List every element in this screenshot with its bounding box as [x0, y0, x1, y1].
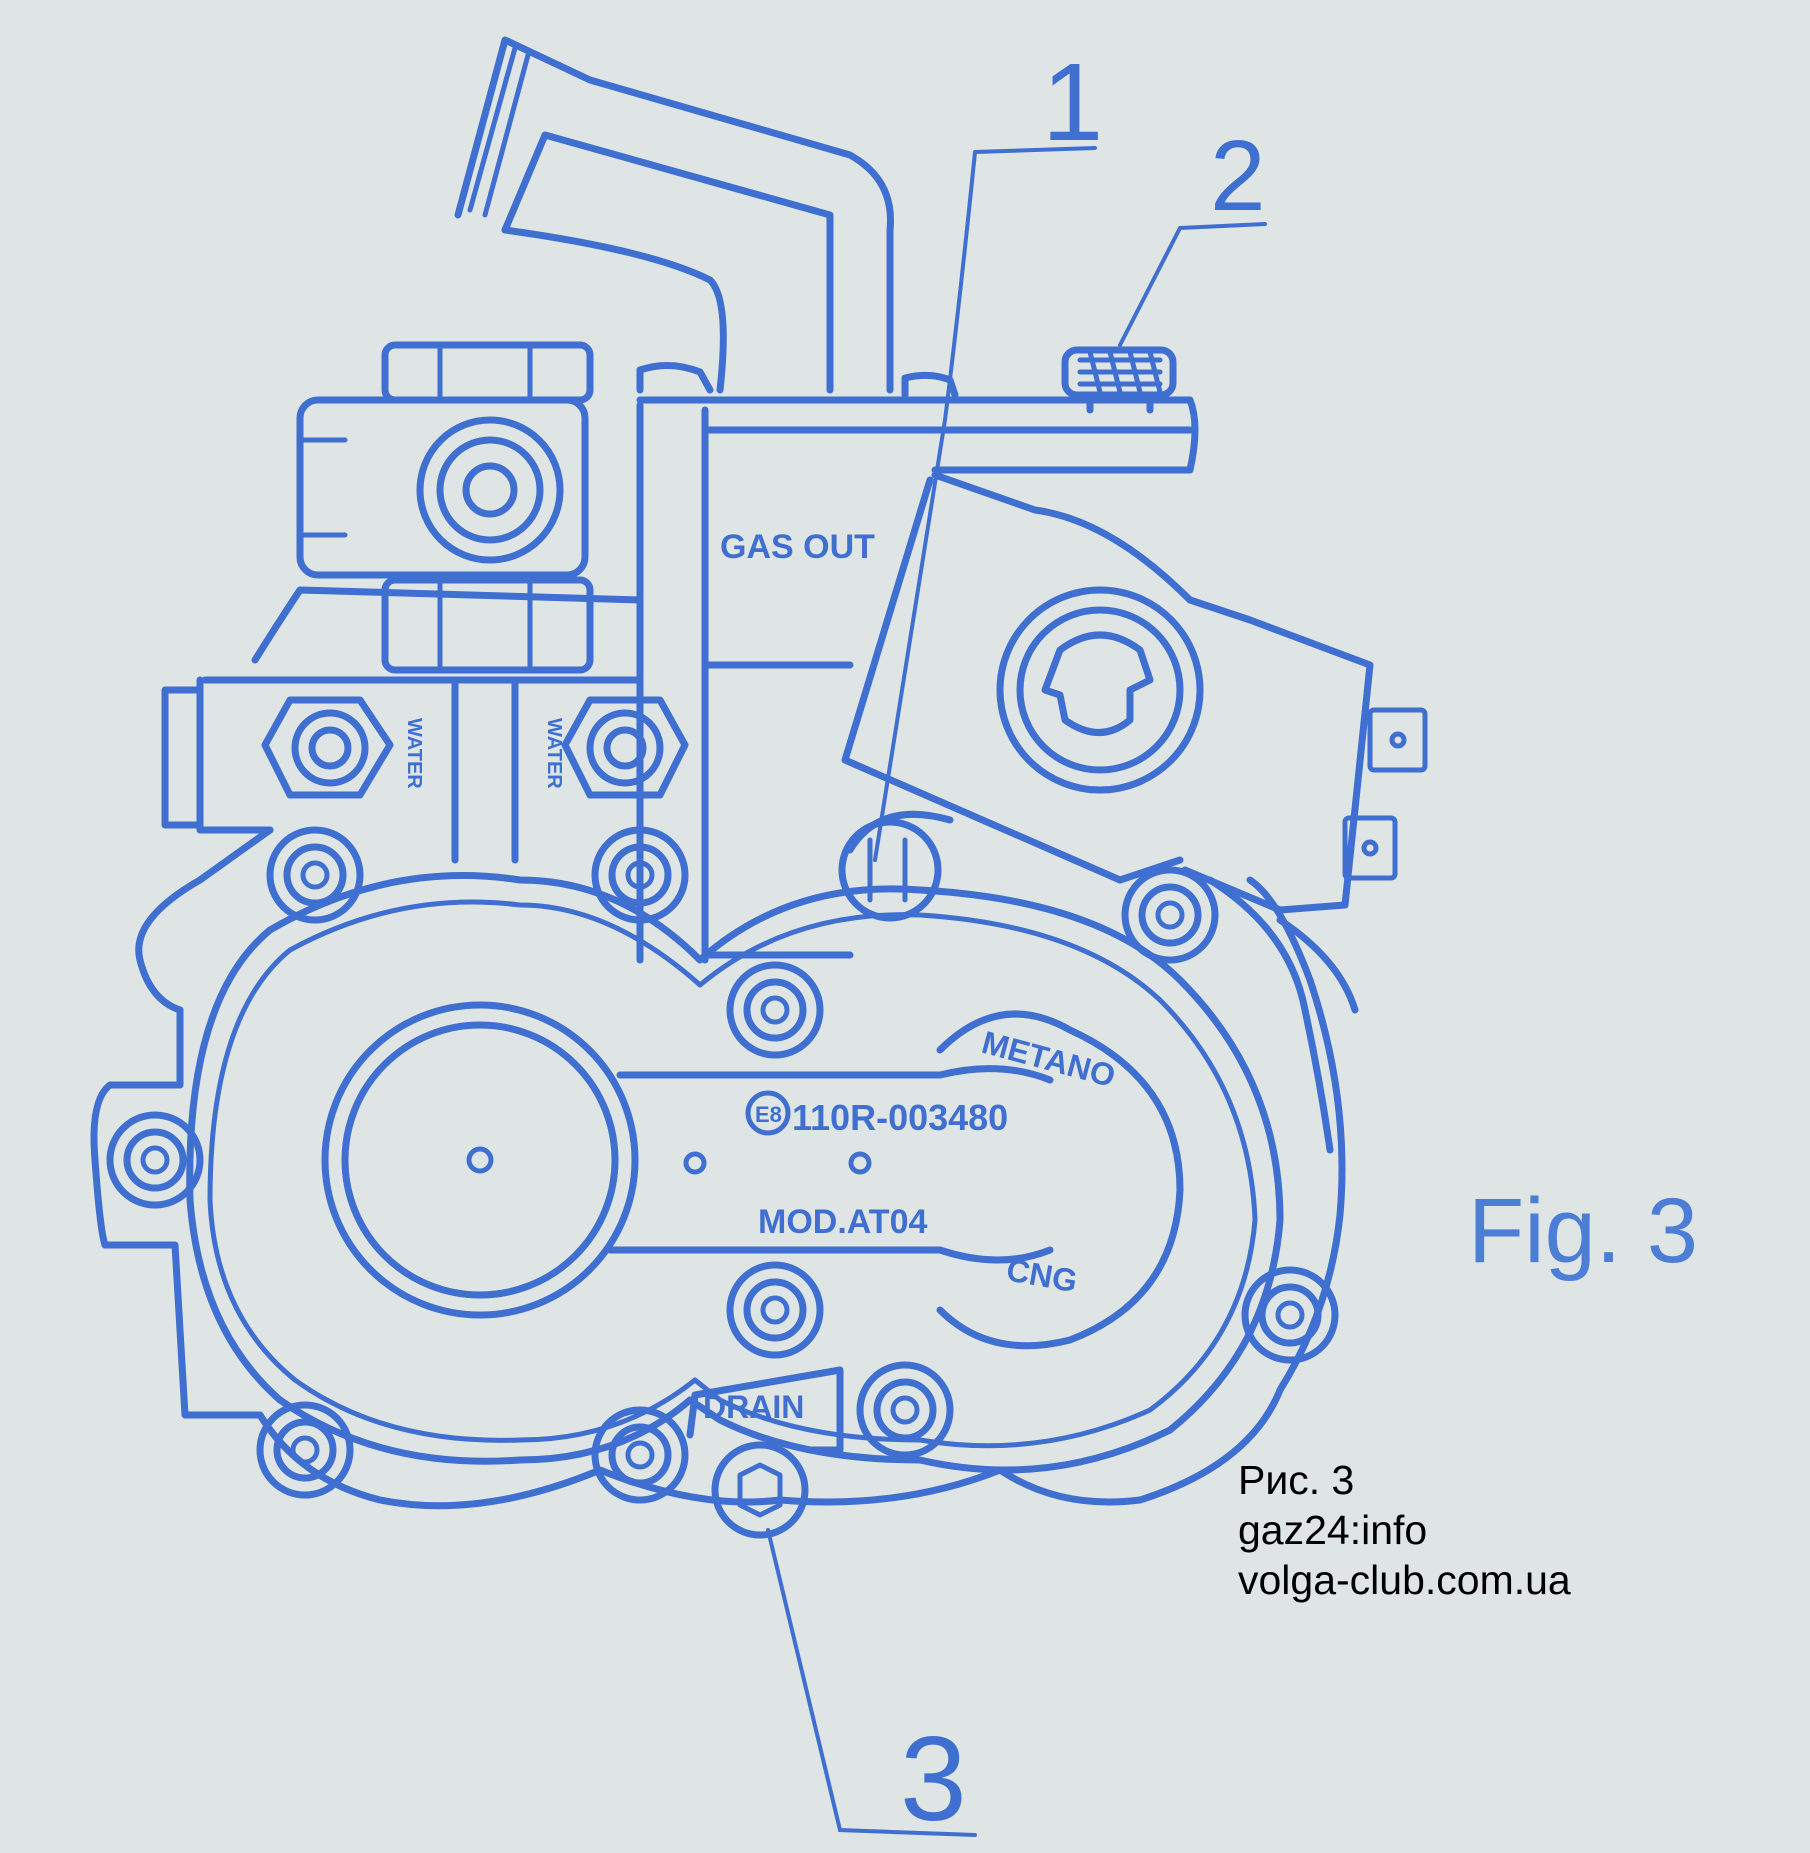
bolt: [106, 1111, 204, 1209]
model-label: MOD.AT04: [758, 1203, 927, 1241]
leader-lines: [766, 146, 1267, 1837]
bolt: [591, 826, 689, 924]
bolt: [266, 826, 364, 924]
drain-label: DRAIN: [703, 1389, 804, 1425]
gas-out-label: GAS OUT: [720, 528, 875, 566]
cng-label: CNG: [1004, 1251, 1080, 1299]
adjusting-screw: [1061, 346, 1177, 414]
callout-2: 2: [1210, 120, 1266, 232]
outlet-pipe: [454, 36, 959, 399]
credit-site-gaz24: gaz24:info: [1238, 1507, 1428, 1553]
approval-mark: E8: [755, 1102, 782, 1127]
credits-block: Рис. 3 gaz24:info volga-club.com.ua: [1238, 1455, 1571, 1605]
bolt: [726, 1261, 824, 1359]
solenoid-valve: [841, 471, 1428, 914]
water-label-right: WATER: [543, 718, 565, 789]
main-body: [90, 826, 1359, 1510]
water-label-left: WATER: [403, 718, 425, 789]
bolts: [106, 826, 1339, 1504]
callout-3: 3: [900, 1712, 967, 1846]
bolt: [591, 1406, 689, 1504]
bolt: [256, 1401, 354, 1499]
bolt: [726, 961, 824, 1059]
figure-label: Fig. 3: [1468, 1180, 1698, 1282]
bolt: [1121, 866, 1219, 964]
callout-1: 1: [1042, 41, 1103, 164]
credit-site-volga-club: volga-club.com.ua: [1238, 1557, 1571, 1603]
credit-figure-caption: Рис. 3: [1238, 1457, 1355, 1503]
bolt: [1241, 1266, 1339, 1364]
inlet-fitting: [296, 341, 594, 674]
slotted-plug: [838, 810, 954, 922]
approval-number: 110R-003480: [792, 1097, 1008, 1138]
drain-plug: [686, 1366, 844, 1539]
water-block: [161, 586, 689, 864]
metano-label: METANO: [978, 1024, 1119, 1094]
bolt: [856, 1361, 954, 1459]
